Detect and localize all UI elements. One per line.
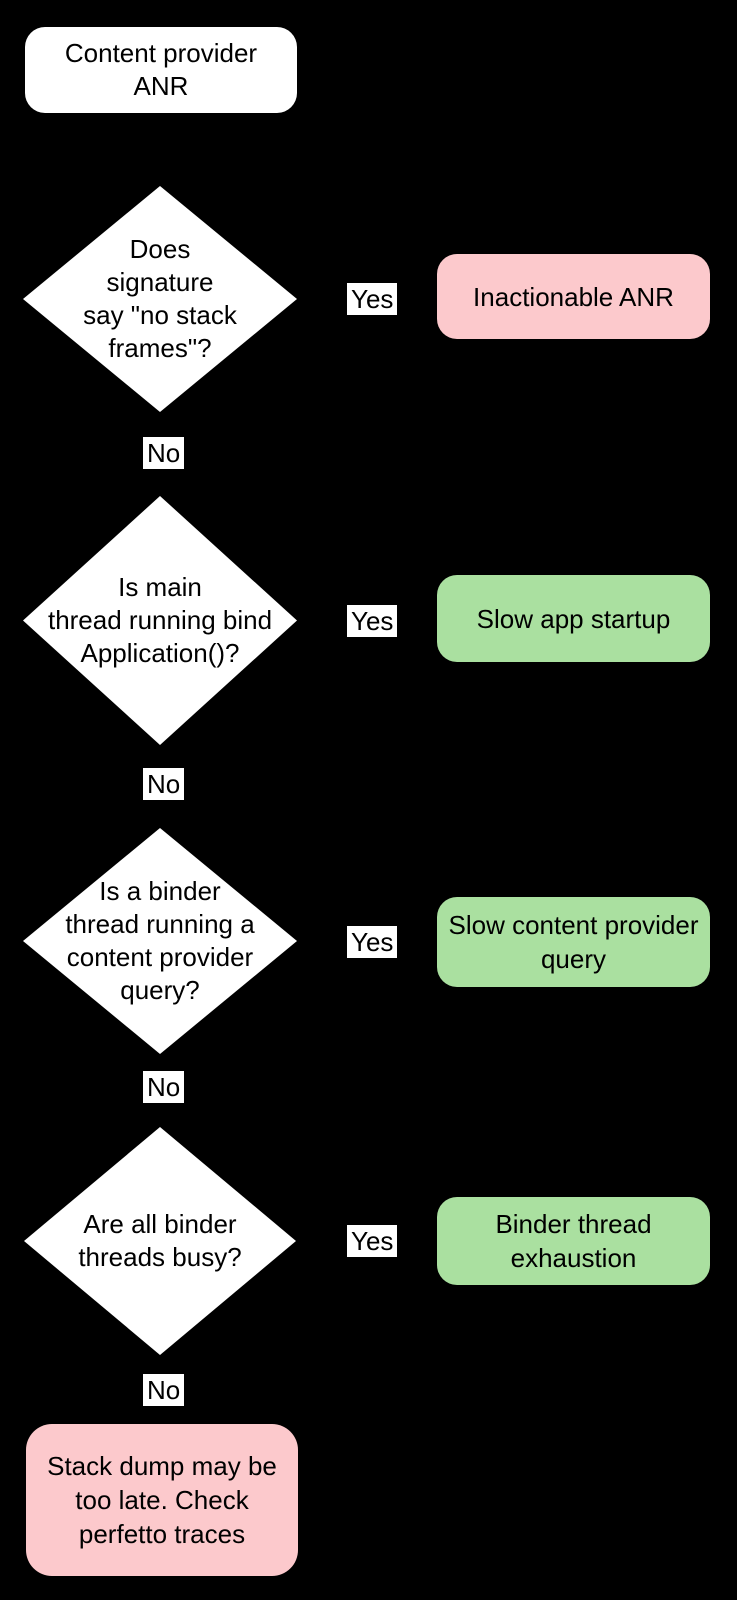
- outcome-slow-app-startup: Slow app startup: [437, 575, 710, 662]
- outcome-inactionable-anr: Inactionable ANR: [437, 254, 710, 339]
- yes-label: Yes: [347, 1225, 398, 1257]
- terminal-node-stack-dump: Stack dump may be too late. Check perfet…: [26, 1424, 298, 1576]
- no-label: No: [143, 1374, 185, 1406]
- decision-diamond-binder-query: Is a binder thread running a content pro…: [23, 828, 297, 1054]
- outcome-binder-thread-exhaustion: Binder thread exhaustion: [437, 1197, 710, 1285]
- decision-question: Are all binder threads busy?: [78, 1209, 242, 1272]
- no-label: No: [143, 437, 185, 469]
- decision-diamond-signature: Does signature say "no stack frames"?: [23, 186, 297, 412]
- decision-question: Does signature say "no stack frames"?: [83, 234, 237, 363]
- decision-diamond-main-thread: Is main thread running bind Application(…: [23, 496, 297, 745]
- outcome-slow-content-provider-query: Slow content provider query: [437, 897, 710, 987]
- start-node: Content provider ANR: [25, 27, 297, 113]
- yes-label: Yes: [347, 605, 398, 637]
- yes-label: Yes: [347, 283, 398, 315]
- decision-diamond-binder-busy: Are all binder threads busy?: [24, 1127, 296, 1355]
- no-label: No: [143, 1071, 185, 1103]
- yes-label: Yes: [347, 926, 398, 958]
- decision-question: Is a binder thread running a content pro…: [65, 876, 255, 1005]
- no-label: No: [143, 768, 185, 800]
- decision-question: Is main thread running bind Application(…: [47, 572, 273, 668]
